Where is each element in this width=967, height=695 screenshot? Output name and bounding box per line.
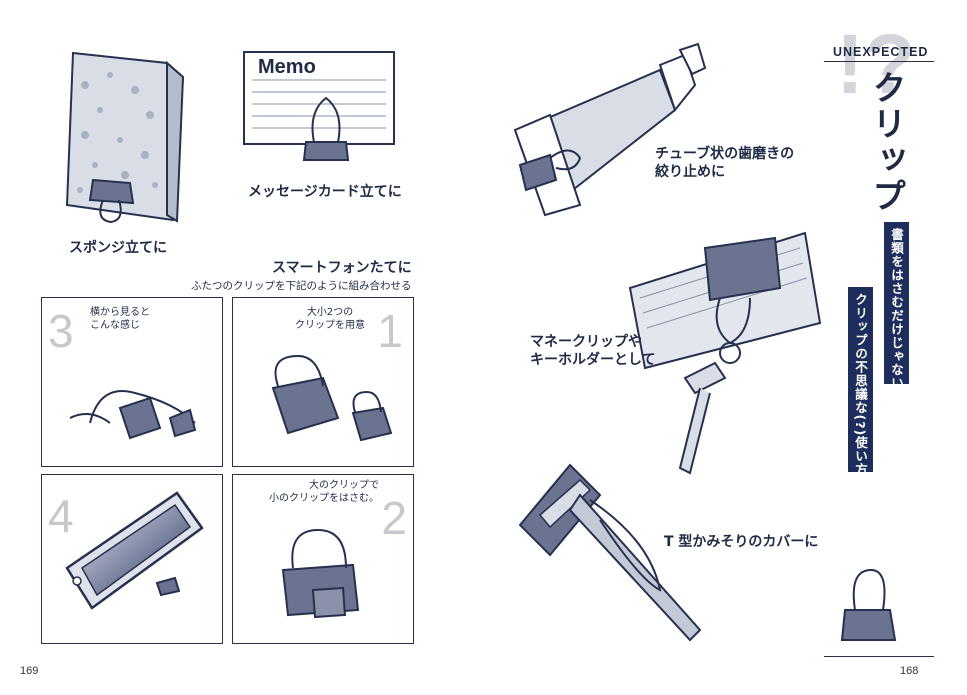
clip-side-view-illustration (69, 390, 197, 440)
razor-caption: T 型かみそりのカバーに (664, 534, 819, 550)
step-panel-2: 2 大のクリップで 小のクリップをはさむ。 (232, 474, 414, 644)
money-clip-caption: マネークリップや キーホルダーとして (530, 334, 656, 368)
smartphone-stand-illustration (65, 491, 204, 610)
step-panel-1: 1 大小2つの クリップを用意 (232, 297, 414, 467)
page-title: クリップ (866, 70, 906, 214)
binder-clip-icon (840, 568, 897, 641)
razor-illustration (518, 463, 702, 642)
page-number-right: 168 (900, 665, 919, 677)
money-clip-key-illustration (628, 231, 822, 475)
step-number-3: 3 (48, 305, 74, 357)
footer-rule (824, 656, 934, 657)
step-text-3: 横から見ると こんな感じ (90, 307, 150, 331)
smartphone-subtitle: ふたつのクリップを下記のように組み合わせる (191, 280, 412, 292)
step-number-2: 2 (381, 492, 407, 544)
sponge-caption: スポンジ立てに (69, 240, 167, 256)
step-panel-3: 3 横から見ると こんな感じ (41, 297, 223, 467)
step-text-2: 大のクリップで 小のクリップをはさむ。 (269, 480, 379, 504)
subtitle-band-2: クリップの不思議な(?)使い方。 (848, 287, 873, 490)
step-text-1: 大小2つの クリップを用意 (295, 307, 365, 331)
memo-card-illustration (243, 51, 395, 161)
sponge-illustration (65, 51, 185, 224)
page-number-left: 169 (20, 665, 39, 677)
header-rule (824, 61, 934, 62)
memo-card-text: Memo (258, 56, 316, 78)
message-card-caption: メッセージカード立てに (248, 184, 402, 200)
header-label: UNEXPECTED (833, 45, 929, 59)
two-clips-illustration (271, 354, 393, 442)
step-number-1: 1 (377, 305, 403, 357)
step-panel-4: 4 (41, 474, 223, 644)
smartphone-title: スマートフォンたてに (272, 260, 412, 276)
subtitle-band-1: 書類をはさむだけじゃない。 (884, 222, 909, 404)
toothpaste-caption: チューブ状の歯磨きの 絞り止めに (655, 146, 795, 180)
clip-inside-clip-illustration (281, 528, 360, 619)
step-number-4: 4 (48, 490, 74, 542)
toothpaste-illustration (513, 42, 707, 217)
header-mark: !? (836, 17, 916, 111)
